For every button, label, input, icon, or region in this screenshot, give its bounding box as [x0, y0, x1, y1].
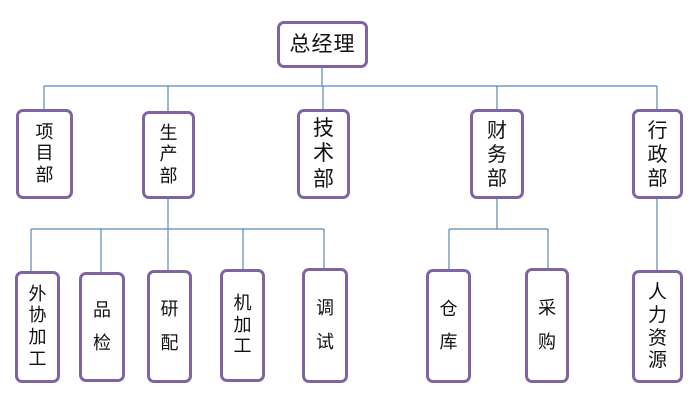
node-debugging: 调试 [302, 268, 348, 383]
node-procurement: 采购 [525, 268, 569, 383]
node-label: 调试 [315, 298, 334, 353]
node-human-resources: 人力资源 [632, 270, 683, 383]
node-label: 财务部 [487, 118, 507, 190]
node-general-manager: 总经理 [277, 21, 368, 68]
node-production-dept: 生产部 [142, 111, 195, 199]
node-project-dept: 项目部 [16, 109, 73, 199]
node-label: 机加工 [233, 293, 252, 358]
node-label: 人力资源 [647, 280, 667, 372]
node-grinding-fitting: 研配 [147, 270, 192, 383]
node-label: 总经理 [289, 31, 356, 56]
node-machining: 机加工 [220, 269, 265, 382]
node-label: 仓库 [439, 298, 458, 353]
node-label: 外协加工 [28, 283, 47, 370]
node-quality-inspection: 品检 [79, 272, 125, 382]
node-label: 采购 [537, 298, 556, 353]
node-technical-dept: 技术部 [297, 109, 350, 199]
node-label: 行政部 [647, 118, 668, 190]
node-outsourced-processing: 外协加工 [15, 271, 60, 383]
node-label: 技术部 [313, 116, 334, 191]
node-label: 品检 [92, 299, 111, 354]
node-admin-dept: 行政部 [632, 109, 683, 199]
node-warehouse: 仓库 [426, 269, 471, 383]
node-label: 项目部 [35, 121, 54, 186]
node-label: 生产部 [159, 122, 178, 187]
node-label: 研配 [160, 299, 179, 354]
node-finance-dept: 财务部 [470, 109, 524, 199]
